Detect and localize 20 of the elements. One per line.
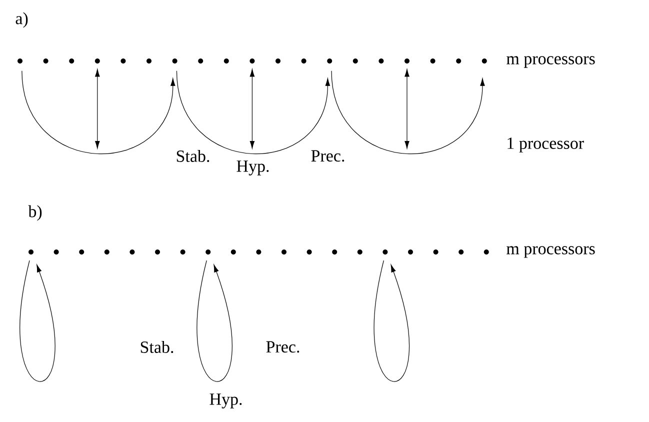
stage-label: Stab. [140,340,174,353]
loop-arrow [196,260,232,382]
double-arrow [404,69,410,149]
panel-label: b) [28,205,42,221]
arc-arrow [331,70,485,154]
arc-arrow [22,70,176,154]
stage-label: Hyp. [236,160,269,176]
stage-label: Prec. [311,150,344,162]
panel-label: a) [16,12,28,28]
stage-label: Prec. [266,341,300,353]
row-label: 1 processor [508,138,584,152]
stage-label: Hyp. [210,394,242,408]
loop-arrow [20,260,56,382]
loop-arrow [374,260,410,382]
row-label: m processors [506,56,595,68]
double-arrow [250,69,255,149]
row-label: m processors [506,246,595,258]
double-arrow [95,69,100,149]
arc-arrow [176,70,330,154]
stage-label: Stab. [176,150,210,162]
